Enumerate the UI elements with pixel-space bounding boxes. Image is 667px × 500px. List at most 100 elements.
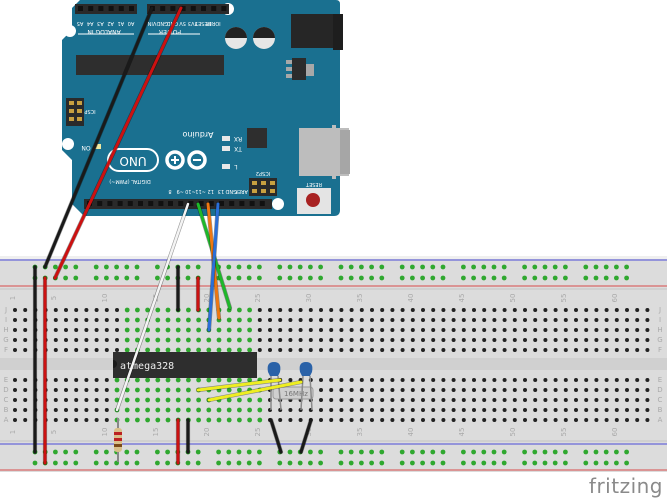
header-pin[interactable] <box>178 201 184 206</box>
breadboard-hole[interactable] <box>461 388 466 392</box>
breadboard-hole[interactable] <box>370 338 374 342</box>
breadboard-hole[interactable] <box>594 398 599 402</box>
rail-hole[interactable] <box>257 460 262 466</box>
breadboard-hole[interactable] <box>645 418 650 422</box>
breadboard-hole[interactable] <box>135 307 140 313</box>
breadboard-hole[interactable] <box>268 328 272 332</box>
breadboard-hole[interactable] <box>482 348 487 352</box>
rail-hole[interactable] <box>287 449 293 455</box>
rail-hole[interactable] <box>359 460 364 466</box>
breadboard-hole[interactable] <box>319 408 323 412</box>
breadboard-hole[interactable] <box>165 347 171 353</box>
breadboard-hole[interactable] <box>451 408 456 412</box>
header-pin[interactable] <box>168 201 173 206</box>
breadboard-hole[interactable] <box>492 308 497 312</box>
breadboard-hole[interactable] <box>74 318 79 322</box>
breadboard-hole[interactable] <box>268 308 272 312</box>
breadboard-hole[interactable] <box>523 348 527 352</box>
breadboard-hole[interactable] <box>165 387 171 393</box>
header-pin[interactable] <box>180 6 186 11</box>
breadboard-hole[interactable] <box>563 418 568 422</box>
breadboard-hole[interactable] <box>288 348 293 352</box>
rail-hole[interactable] <box>338 275 344 281</box>
breadboard-hole[interactable] <box>563 308 568 312</box>
breadboard-hole[interactable] <box>196 337 202 343</box>
breadboard-hole[interactable] <box>349 398 354 402</box>
rail-hole[interactable] <box>185 460 191 466</box>
breadboard-hole[interactable] <box>502 418 507 422</box>
breadboard-hole[interactable] <box>175 377 181 383</box>
breadboard-hole[interactable] <box>512 348 517 352</box>
rail-hole[interactable] <box>593 264 599 270</box>
breadboard-hole[interactable] <box>94 378 99 382</box>
rail-hole[interactable] <box>614 275 619 281</box>
breadboard-hole[interactable] <box>574 318 578 322</box>
reset-button-cap[interactable] <box>306 193 320 207</box>
breadboard-hole[interactable] <box>635 418 640 422</box>
rail-hole[interactable] <box>603 449 609 455</box>
breadboard-hole[interactable] <box>349 318 354 322</box>
breadboard-hole[interactable] <box>23 348 28 352</box>
breadboard-hole[interactable] <box>268 348 272 352</box>
breadboard-hole[interactable] <box>237 337 242 343</box>
breadboard-hole[interactable] <box>410 418 415 422</box>
rail-hole[interactable] <box>593 460 599 466</box>
breadboard-hole[interactable] <box>186 307 191 313</box>
breadboard-hole[interactable] <box>390 328 395 332</box>
rail-hole[interactable] <box>624 460 629 466</box>
breadboard-hole[interactable] <box>155 377 161 383</box>
breadboard-hole[interactable] <box>502 408 507 412</box>
breadboard-hole[interactable] <box>451 328 456 332</box>
rail-hole[interactable] <box>308 264 313 270</box>
rail-hole[interactable] <box>338 460 344 466</box>
breadboard-hole[interactable] <box>431 398 436 402</box>
crystal-gnd-wire-1[interactable] <box>269 418 283 454</box>
breadboard-hole[interactable] <box>298 308 303 312</box>
breadboard-hole[interactable] <box>400 388 405 392</box>
rail-hole[interactable] <box>155 264 160 270</box>
breadboard-hole[interactable] <box>104 328 109 332</box>
rail-hole[interactable] <box>522 264 527 270</box>
breadboard-hole[interactable] <box>584 408 589 412</box>
breadboard-hole[interactable] <box>216 407 222 413</box>
breadboard-hole[interactable] <box>135 377 140 383</box>
header-pin[interactable] <box>198 201 204 206</box>
breadboard-hole[interactable] <box>237 317 242 323</box>
breadboard-hole[interactable] <box>319 308 323 312</box>
breadboard-hole[interactable] <box>349 378 354 382</box>
breadboard-hole[interactable] <box>512 418 517 422</box>
rail-hole[interactable] <box>491 460 497 466</box>
breadboard-hole[interactable] <box>492 348 497 352</box>
breadboard-hole[interactable] <box>165 337 171 343</box>
rail-hole[interactable] <box>379 460 385 466</box>
breadboard-hole[interactable] <box>278 418 283 422</box>
breadboard-hole[interactable] <box>359 418 364 422</box>
breadboard-hole[interactable] <box>339 348 344 352</box>
breadboard-hole[interactable] <box>543 388 548 392</box>
breadboard-hole[interactable] <box>74 408 79 412</box>
header-pin[interactable] <box>219 201 224 206</box>
rail-hole[interactable] <box>491 275 497 281</box>
breadboard-hole[interactable] <box>512 328 517 332</box>
rail-hole[interactable] <box>165 275 171 281</box>
breadboard-hole[interactable] <box>614 418 619 422</box>
rail-hole[interactable] <box>624 264 629 270</box>
gnd-wire[interactable] <box>43 6 154 269</box>
breadboard-hole[interactable] <box>135 417 140 423</box>
breadboard-hole[interactable] <box>421 338 425 342</box>
breadboard-hole[interactable] <box>421 418 425 422</box>
breadboard-hole[interactable] <box>359 338 364 342</box>
rail-hole[interactable] <box>410 460 415 466</box>
rail-hole[interactable] <box>246 449 252 455</box>
rail-hole[interactable] <box>287 264 293 270</box>
breadboard-hole[interactable] <box>359 408 364 412</box>
breadboard-hole[interactable] <box>512 398 517 402</box>
rail-hole[interactable] <box>134 449 140 455</box>
breadboard-hole[interactable] <box>492 378 497 382</box>
breadboard-hole[interactable] <box>645 308 650 312</box>
rail-hole[interactable] <box>318 460 323 466</box>
breadboard-hole[interactable] <box>645 408 650 412</box>
breadboard-hole[interactable] <box>175 347 181 353</box>
breadboard-hole[interactable] <box>400 338 405 342</box>
breadboard-hole[interactable] <box>288 308 293 312</box>
